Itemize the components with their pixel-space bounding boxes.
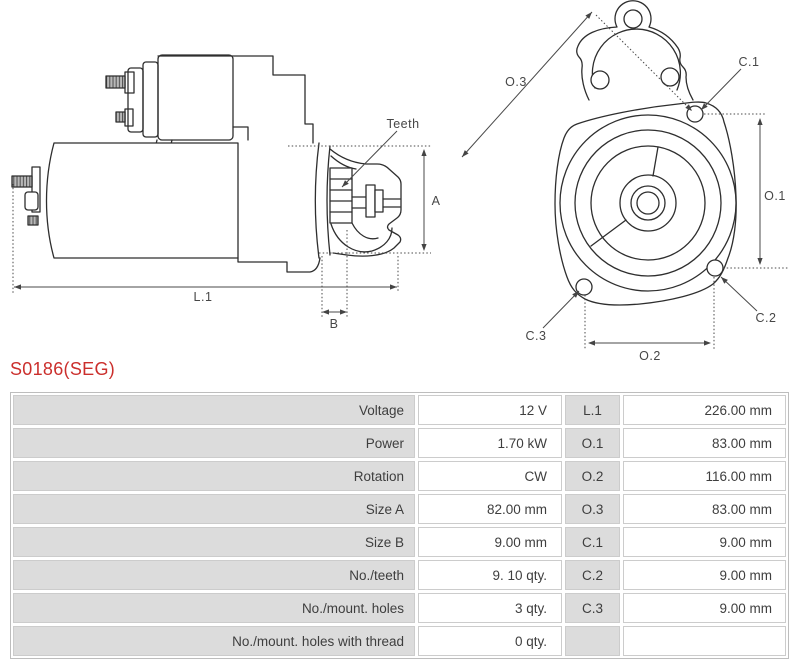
starter-side-view-drawing: Teeth A L.1 B (11, 54, 441, 331)
spec-dim-label-cell: O.3 (565, 494, 620, 524)
part-number-title: S0186(SEG) (10, 359, 116, 379)
spec-dim-value-cell: 9.00 mm (623, 593, 786, 623)
spec-dim-value-cell (623, 626, 786, 656)
spec-value-cell: 9. 10 qty. (418, 560, 562, 590)
nose-bracket (576, 0, 694, 101)
spec-value-cell: 1.70 kW (418, 428, 562, 458)
spec-dim-label-cell: L.1 (565, 395, 620, 425)
starter-front-view-drawing: O.3 C.1 O.1 C.2 C.3 O.2 (461, 0, 789, 363)
starter-front-outline (554, 0, 737, 306)
spec-value-cell: 82.00 mm (418, 494, 562, 524)
dim-label-c1: C.1 (739, 55, 760, 69)
spec-dim-value-cell: 226.00 mm (623, 395, 786, 425)
spec-value-cell: 9.00 mm (418, 527, 562, 557)
dim-label-c2: C.2 (756, 311, 777, 325)
dim-label-o2: O.2 (639, 349, 661, 363)
spec-label-cell: Size A (13, 494, 415, 524)
spec-label-cell: No./mount. holes with thread (13, 626, 415, 656)
spec-dim-label-cell: C.3 (565, 593, 620, 623)
spec-dim-value-cell: 9.00 mm (623, 560, 786, 590)
solenoid-terminal-stud-2 (115, 111, 126, 123)
rear-terminals (11, 166, 41, 226)
spec-dim-label-cell: C.1 (565, 527, 620, 557)
motor-body (45, 142, 239, 259)
spec-label-cell: No./teeth (13, 560, 415, 590)
spec-value-cell: 3 qty. (418, 593, 562, 623)
spec-dim-value-cell: 116.00 mm (623, 461, 786, 491)
bracket-hole-left (590, 70, 610, 90)
spec-label-cell: No./mount. holes (13, 593, 415, 623)
dim-label-b: B (330, 317, 339, 331)
starter-motor-side-outline (11, 54, 402, 273)
dim-label-l1: L.1 (194, 290, 213, 304)
spec-value-cell: 12 V (418, 395, 562, 425)
spec-label-cell: Voltage (13, 395, 415, 425)
spec-dim-label-cell (565, 626, 620, 656)
spec-dim-value-cell: 83.00 mm (623, 428, 786, 458)
flange-bores (559, 114, 737, 292)
spec-dim-value-cell: 9.00 mm (623, 527, 786, 557)
spec-label-cell: Power (13, 428, 415, 458)
dim-label-o1: O.1 (764, 189, 786, 203)
solenoid-terminal-stud (105, 75, 126, 89)
spec-dim-value-cell: 83.00 mm (623, 494, 786, 524)
spec-label-cell: Rotation (13, 461, 415, 491)
bracket-hole-top (623, 9, 643, 29)
rear-terminal-stud (11, 175, 33, 188)
dim-label-o3: O.3 (505, 75, 527, 89)
mount-hole-c3 (575, 278, 593, 296)
mounting-flange (554, 101, 737, 306)
spec-dim-label-cell: C.2 (565, 560, 620, 590)
rear-terminal-stud-2 (27, 215, 39, 226)
dim-label-teeth: Teeth (386, 117, 419, 131)
dim-label-c3: C.3 (526, 329, 547, 343)
spec-value-cell: 0 qty. (418, 626, 562, 656)
front-view-dimensions: O.3 C.1 O.1 C.2 C.3 O.2 (461, 11, 789, 363)
spec-dim-label-cell: O.2 (565, 461, 620, 491)
pinion-gear (329, 167, 353, 224)
spec-label-cell: Size B (13, 527, 415, 557)
side-view-dimensions: Teeth A L.1 B (12, 117, 441, 331)
spec-value-cell: CW (418, 461, 562, 491)
spec-dim-label-cell: O.1 (565, 428, 620, 458)
bracket-hole-right (660, 67, 680, 87)
mount-hole-c2 (706, 259, 724, 277)
dim-label-a: A (432, 194, 441, 208)
drive-end-housing (329, 148, 402, 257)
